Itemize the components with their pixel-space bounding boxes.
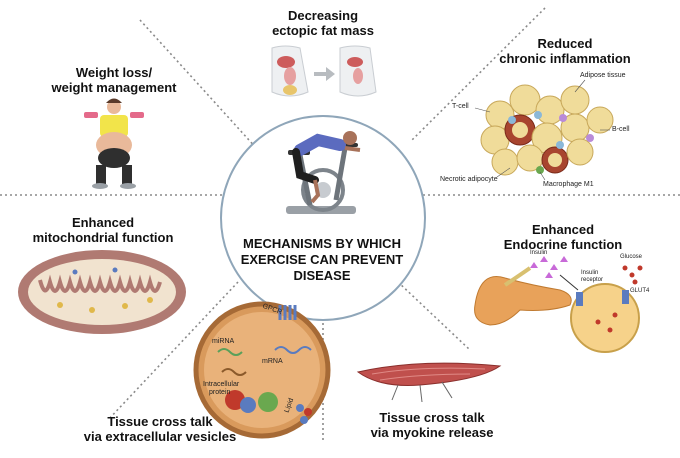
vesicles-title-line1: Tissue cross talk (107, 414, 213, 429)
label-mirna: miRNA (212, 338, 235, 345)
ectopic-fat-title-line1: Decreasing (287, 8, 359, 23)
label-insulin-receptor: Insulin receptor (581, 270, 603, 284)
weight-title: Weight loss/ weight management (38, 65, 190, 95)
pancreas-icon (474, 266, 572, 326)
myokine-title-line1: Tissue cross talk (379, 410, 485, 425)
vesicles-title: Tissue cross talk via extracellular vesi… (60, 414, 260, 444)
cyclist-icon (286, 131, 361, 214)
mito-title: Enhanced mitochondrial function (18, 215, 188, 245)
target-cell-icon (570, 283, 640, 353)
extracellular-vesicle-icon (193, 301, 331, 439)
myokine-title: Tissue cross talk via myokine release (352, 410, 512, 440)
label-protein-line2: protein (209, 389, 231, 396)
insulin-particles (530, 256, 568, 278)
center-title-line2: EXERCISE CAN PREVENT (240, 252, 404, 267)
label-t-cell: T-cell (452, 103, 469, 110)
label-macrophage-m1: Macrophage M1 (543, 181, 594, 188)
ectopic-fat-title-line2: ectopic fat mass (272, 23, 374, 38)
myokine-arrows (391, 381, 453, 403)
weight-title-line2: weight management (51, 80, 177, 95)
muscle-icon (356, 362, 502, 386)
label-necrotic-adipocyte: Necrotic adipocyte (440, 176, 498, 183)
label-insulin-receptor-line2: receptor (581, 277, 604, 283)
inflammation-title: Reduced chronic inflammation (480, 36, 650, 66)
label-insulin: Insulin (530, 250, 548, 256)
glucose-particles (622, 265, 643, 285)
center-circle (220, 115, 426, 321)
label-intracellular-protein: Intracellular protein (203, 381, 239, 397)
weight-title-line1: Weight loss/ (75, 65, 153, 80)
inflammation-title-line2: chronic inflammation (499, 51, 631, 66)
mito-title-line2: mitochondrial function (32, 230, 174, 245)
torso-after-icon (339, 45, 377, 97)
label-b-cell: B-cell (612, 126, 630, 133)
center-title: MECHANISMS BY WHICH EXERCISE CAN PREVENT… (226, 236, 418, 284)
ectopic-fat-title: Decreasing ectopic fat mass (240, 8, 406, 38)
label-protein-line1: Intracellular (203, 381, 240, 388)
inflammation-title-line1: Reduced (537, 36, 593, 51)
label-glucose: Glucose (620, 254, 643, 260)
label-insulin-receptor-line1: Insulin (581, 270, 599, 276)
arrow-right-icon (314, 67, 335, 81)
weight-loss-figure-icon (84, 98, 144, 189)
center-title-line3: DISEASE (293, 268, 351, 283)
label-adipose-tissue: Adipose tissue (580, 72, 626, 79)
myokine-title-line2: via myokine release (370, 425, 494, 440)
endocrine-title: Enhanced Endocrine function (488, 222, 638, 252)
mitochondrion-icon (18, 250, 186, 334)
center-title-line1: MECHANISMS BY WHICH (243, 236, 401, 251)
torso-before-icon (271, 45, 309, 97)
endocrine-title-line1: Enhanced (531, 222, 595, 237)
adipose-tissue-icon (480, 84, 614, 176)
vesicles-title-line2: via extracellular vesicles (83, 429, 237, 444)
mito-title-line1: Enhanced (71, 215, 135, 230)
insulin-arrow (559, 274, 579, 291)
inflammation-leader-lines (474, 79, 610, 181)
label-mrna: mRNA (262, 358, 283, 365)
label-glut4: GLUT4 (630, 288, 650, 294)
endocrine-title-line2: Endocrine function (503, 237, 623, 252)
